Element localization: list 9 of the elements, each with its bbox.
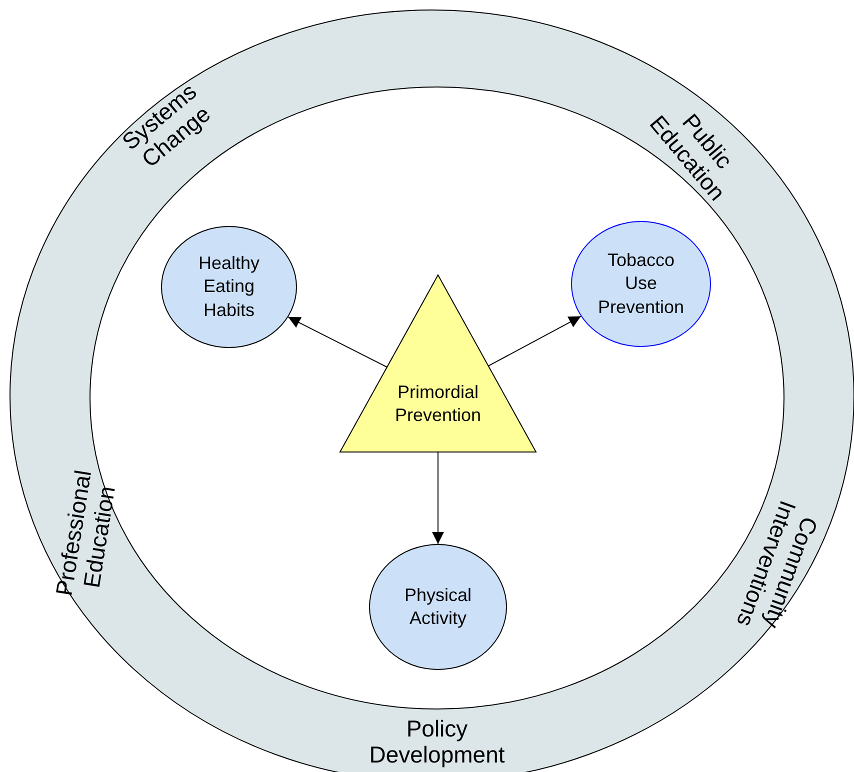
arrow: [488, 316, 582, 366]
node-label: Primordial Prevention: [394, 381, 482, 428]
ring-label: Policy Development: [368, 716, 506, 768]
node-label: Tobacco Use Prevention: [596, 248, 686, 319]
ring-label: Professional Education: [50, 467, 121, 600]
node-label: Healthy Eating Habits: [197, 252, 261, 322]
arrow: [288, 316, 388, 368]
arrow: [432, 452, 444, 544]
node-label: Physical Activity: [403, 584, 473, 630]
